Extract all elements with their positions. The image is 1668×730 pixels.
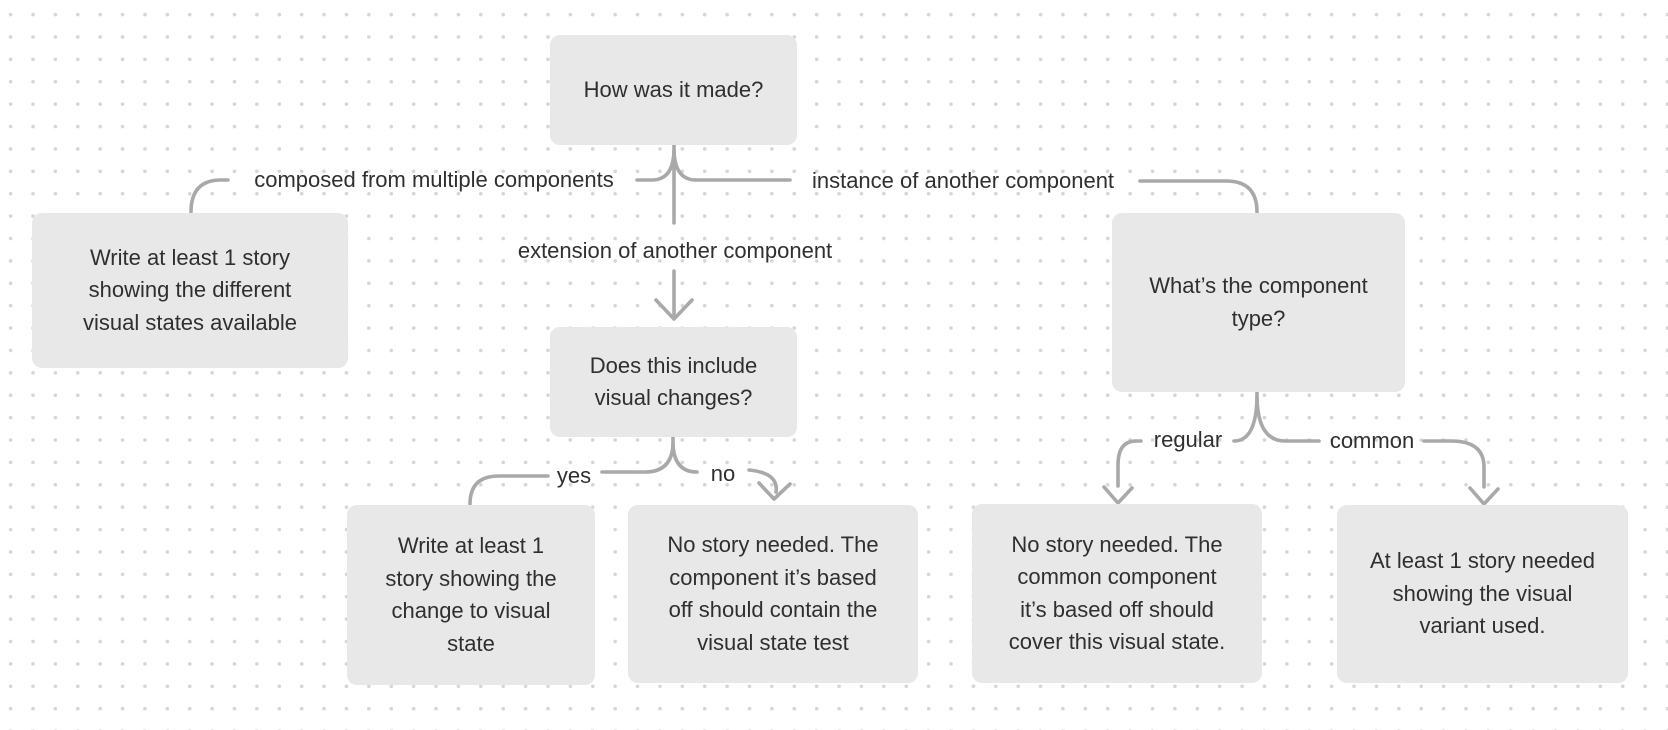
common-arrowhead-icon — [1468, 486, 1500, 506]
node-how-made-label: How was it made? — [583, 76, 764, 102]
node-how-made[interactable]: How was it made? — [550, 35, 797, 145]
node-visual-states-story-label: Write at least 1 story showing the diffe… — [82, 244, 297, 335]
connector-regular-branch — [1232, 396, 1259, 443]
connector-instance-branch — [672, 149, 792, 182]
edge-label-common[interactable]: common — [1329, 428, 1415, 453]
edge-label-yes[interactable]: yes — [556, 463, 592, 488]
node-no-story-common-component[interactable]: No story needed. The common component it… — [972, 504, 1262, 683]
connector-yes-branch — [600, 442, 675, 474]
connector-composed-branch — [635, 149, 676, 182]
node-visual-changes-question[interactable]: Does this include visual changes? — [550, 327, 797, 437]
edge-label-instance[interactable]: instance of another component — [811, 168, 1115, 193]
edge-label-regular[interactable]: regular — [1153, 427, 1223, 452]
connector-no-branch — [671, 442, 699, 474]
node-no-story-common-component-label: No story needed. The common component it… — [1008, 531, 1226, 655]
node-component-type-question[interactable]: What’s the component type? — [1112, 213, 1405, 392]
connector-instance-arc — [1138, 179, 1259, 214]
connector-common-branch — [1255, 396, 1321, 443]
connector-regular-arc — [1116, 439, 1143, 488]
node-component-type-question-label: What’s the component type? — [1149, 273, 1368, 331]
node-change-story[interactable]: Write at least 1 story showing the chang… — [347, 505, 595, 685]
node-variant-story[interactable]: At least 1 story needed showing the visu… — [1337, 505, 1628, 683]
connector-yes-arc — [468, 474, 550, 506]
connector-composed-arc — [189, 178, 230, 214]
edge-label-no[interactable]: no — [710, 461, 736, 486]
node-no-story-base-component-label: No story needed. The component it’s base… — [667, 532, 879, 655]
connector-no-swoosh — [747, 468, 779, 494]
node-visual-changes-question-label: Does this include visual changes? — [589, 352, 758, 411]
no-arrowhead-icon — [757, 481, 792, 501]
node-variant-story-label: At least 1 story needed showing the visu… — [1369, 548, 1596, 639]
edge-label-composed[interactable]: composed from multiple components — [254, 167, 614, 192]
connector-common-arc — [1422, 439, 1486, 489]
extension-arrowhead-icon — [654, 298, 694, 321]
node-visual-states-story[interactable]: Write at least 1 story showing the diffe… — [32, 213, 348, 368]
node-change-story-label: Write at least 1 story showing the chang… — [385, 533, 557, 656]
regular-arrowhead-icon — [1102, 485, 1134, 505]
node-no-story-base-component[interactable]: No story needed. The component it’s base… — [628, 505, 918, 683]
edge-label-extension[interactable]: extension of another component — [517, 238, 833, 263]
